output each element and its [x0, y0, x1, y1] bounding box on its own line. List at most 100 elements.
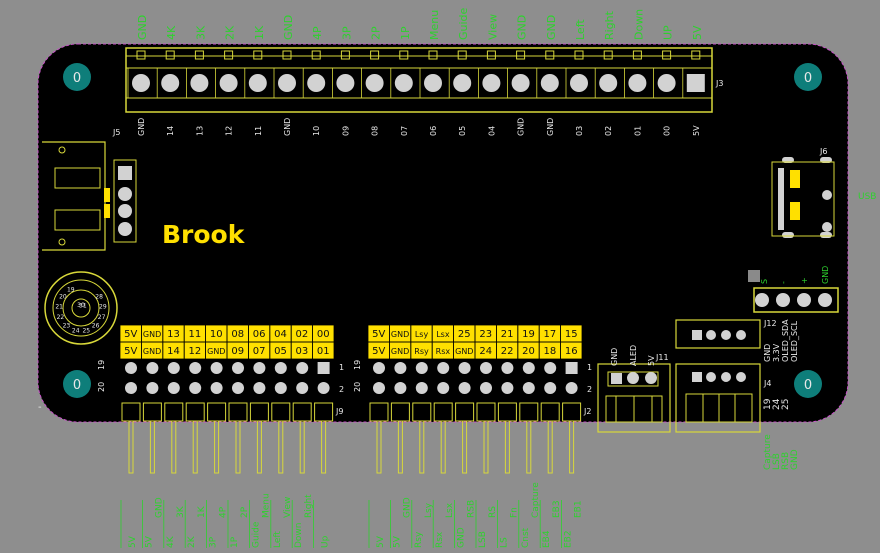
- bottom-pin-label: 5V: [128, 535, 138, 548]
- mount-hole-bottom-right: 0: [794, 370, 822, 398]
- bottom-pin-label: EB4: [542, 530, 552, 548]
- dial-number: 30: [77, 302, 85, 309]
- j6-pin-label: -: [779, 281, 788, 284]
- table-cell: GND: [455, 347, 473, 356]
- dial-number: 22: [57, 314, 65, 321]
- table-cell: 09: [231, 346, 244, 357]
- table-cell: GND: [207, 347, 225, 356]
- table-cell: 02: [296, 329, 309, 340]
- j11-pin-label: ALED: [629, 345, 638, 366]
- ref-j3: J3: [715, 79, 723, 88]
- table-cell: 10: [210, 329, 223, 340]
- j3-pin-label: 06: [429, 126, 438, 136]
- table-cell: 07: [253, 346, 266, 357]
- table-cell: 08: [231, 329, 244, 340]
- bottom-pin-label: Menu: [261, 493, 271, 518]
- dial-number: 19: [67, 287, 75, 294]
- bottom-pin-label: Rsy: [414, 531, 424, 548]
- j3-pin: [599, 74, 618, 92]
- j12-pin-label: 3.3V: [772, 343, 781, 362]
- bottom-pin-label: 5V: [376, 535, 386, 548]
- header-pin: [189, 382, 202, 394]
- table-cell: 14: [167, 346, 180, 357]
- svg-text:0: 0: [804, 71, 812, 86]
- j3-header-label: Left: [574, 19, 587, 40]
- j3-pin-label: 01: [633, 126, 642, 136]
- j3-header-label: 5V: [691, 25, 704, 40]
- header-pin: [522, 382, 535, 394]
- table-cell: 01: [317, 346, 330, 357]
- svg-text:J6: J6: [819, 147, 827, 156]
- header-pin: [125, 382, 137, 394]
- j3-header-label: 1P: [399, 26, 412, 40]
- table-cell: 15: [565, 329, 578, 340]
- header-pin-square: [317, 362, 330, 374]
- header-pin: [544, 362, 557, 374]
- table-cell: 5V: [372, 346, 385, 357]
- j3-header-label: GND: [545, 15, 558, 40]
- j12-pin-label: GND: [763, 344, 772, 362]
- table-cell: 12: [189, 346, 202, 357]
- bottom-pin-label: LS: [499, 537, 509, 548]
- table-cell: 06: [253, 329, 266, 340]
- bottom-pin-label: Down: [294, 522, 304, 548]
- bottom-pin-label: Capture: [531, 482, 541, 518]
- header-pin: [394, 382, 407, 394]
- j3-header-label: GND: [282, 15, 295, 40]
- header-pin: [253, 382, 266, 394]
- bottom-pin-label: 1K: [197, 505, 207, 518]
- header-pin: [296, 382, 309, 394]
- header-pin: [544, 382, 557, 394]
- j3-pin: [482, 74, 501, 92]
- j3-pin-label: 05: [458, 126, 467, 136]
- mount-hole-top-right: 0: [794, 63, 822, 91]
- dial-number: 28: [95, 294, 103, 301]
- header-pin: [232, 362, 244, 374]
- j3-header-label: 2K: [224, 25, 237, 40]
- j3-pin-square: [686, 74, 705, 92]
- bottom-pin-label: 2P: [240, 506, 250, 518]
- bottom-pin-label: Fn: [509, 507, 519, 518]
- header-pin: [253, 362, 266, 374]
- header-pin: [317, 382, 330, 394]
- j4-pin-number: 19: [763, 398, 773, 410]
- bottom-pin-label: 1P: [230, 536, 240, 548]
- bottom-pin-label: Up: [321, 535, 331, 548]
- j3-pin: [657, 74, 676, 92]
- j3-pin-label: 02: [604, 126, 613, 136]
- bottom-pin-label: Left: [273, 531, 283, 548]
- j3-pin-label: 13: [195, 126, 204, 136]
- header-pin: [415, 362, 428, 374]
- header-pin: [373, 362, 385, 374]
- j12-pin-label: OLED_SCL: [790, 320, 799, 362]
- header-pin: [458, 362, 471, 374]
- j11-pin-label: GND: [610, 348, 619, 366]
- j4-pin-number: 24: [772, 398, 782, 410]
- table-cell: GND: [143, 330, 161, 339]
- j2-row-20: 20: [353, 382, 362, 392]
- svg-text:J5: J5: [112, 128, 120, 137]
- j3-header-label: 3P: [340, 26, 353, 40]
- header-pin: [437, 382, 450, 394]
- j3-pin-label: 03: [575, 126, 584, 136]
- j3-pin: [394, 74, 413, 92]
- table-cell: 11: [189, 329, 202, 340]
- header-pin: [501, 362, 514, 374]
- j3-pin-label: 00: [663, 126, 672, 136]
- bottom-pin-label: 3K: [176, 505, 186, 518]
- table-cell: 00: [317, 329, 330, 340]
- j3-header-label: View: [486, 14, 499, 40]
- header-pin: [210, 362, 223, 374]
- bottom-pin-label: 2K: [187, 535, 197, 548]
- dial-number: 29: [99, 303, 107, 310]
- header-pin: [210, 382, 223, 394]
- j3-header-label: Menu: [428, 10, 441, 40]
- bottom-pin-label: RS: [488, 506, 498, 518]
- j3-pin: [161, 74, 180, 92]
- table-cell: GND: [391, 330, 409, 339]
- j3-pin: [307, 74, 326, 92]
